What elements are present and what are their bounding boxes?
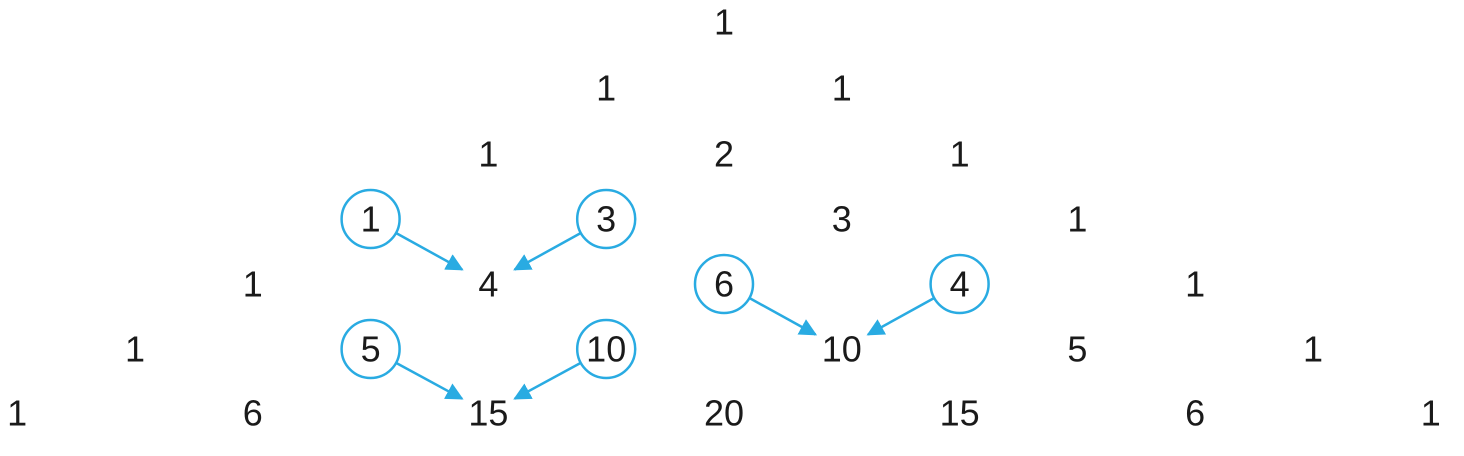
triangle-number: 4 [950,264,970,305]
triangle-number: 1 [832,68,852,109]
triangle-number: 15 [468,393,508,434]
triangle-number: 20 [704,393,744,434]
highlight-rings-layer [340,188,990,380]
triangle-number: 4 [478,264,498,305]
triangle-number: 1 [596,68,616,109]
highlight-ring [340,318,401,380]
triangle-number: 10 [586,329,626,370]
sum-arrow [395,361,464,400]
triangle-number: 1 [1185,264,1205,305]
triangle-number: 15 [940,393,980,434]
highlight-ring [575,318,637,380]
triangle-number: 6 [714,264,734,305]
triangle-number: 6 [1185,393,1205,434]
triangle-number: 5 [1067,329,1087,370]
triangle-number: 1 [1421,393,1441,434]
triangle-number: 1 [125,329,145,370]
sum-arrow [513,361,582,400]
triangle-number: 1 [361,199,381,240]
triangle-number: 3 [832,199,852,240]
highlight-ring [929,253,990,315]
triangle-number: 1 [1303,329,1323,370]
sum-arrow [395,231,464,271]
triangle-number: 1 [1067,199,1087,240]
triangle-number: 1 [478,134,498,175]
triangle-number: 5 [361,329,381,370]
triangle-number: 1 [950,134,970,175]
triangle-number: 1 [7,393,27,434]
highlight-ring [575,188,637,250]
highlight-ring [693,253,755,315]
sum-arrow [748,296,818,336]
triangle-number: 6 [243,393,263,434]
arrows-layer [395,231,935,400]
triangle-number: 3 [596,199,616,240]
triangle-number: 2 [714,134,734,175]
sum-arrow [866,296,935,336]
triangle-number: 1 [714,2,734,43]
sum-arrow [513,231,582,271]
triangle-number: 10 [822,329,862,370]
triangle-number: 1 [243,264,263,305]
highlight-ring [340,188,401,250]
